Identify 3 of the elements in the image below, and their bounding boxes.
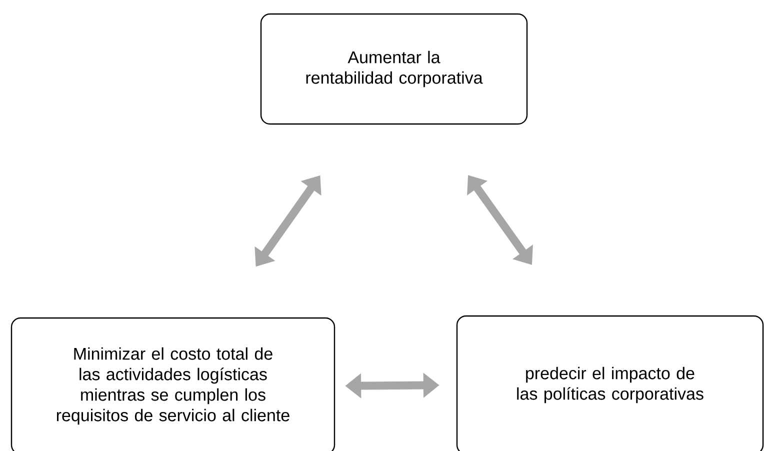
text-box: Aumentar la rentabilidad corporativa (260, 13, 528, 125)
text-box: Minimizar el costo total de las actividades logísticas mientras se cumplen los requisitos de servicio al cliente (10, 317, 336, 451)
text-box: predecir el impacto de las políticas corporativas (456, 315, 764, 451)
